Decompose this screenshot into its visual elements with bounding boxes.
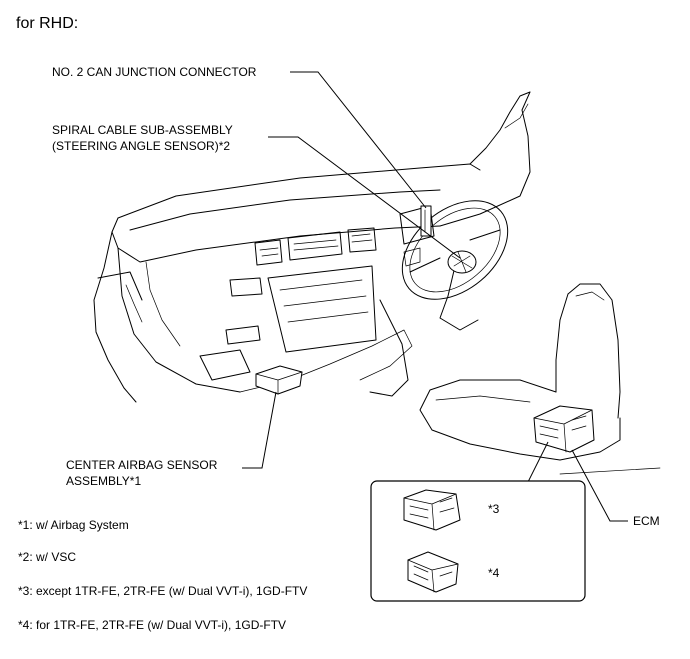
note-4: *4: for 1TR-FE, 2TR-FE (w/ Dual VVT-i), … bbox=[18, 618, 287, 632]
label-airbag-sensor-line1: CENTER AIRBAG SENSOR bbox=[66, 458, 218, 472]
note-2: *2: w/ VSC bbox=[18, 550, 77, 564]
leader-lines bbox=[242, 71, 628, 522]
label-inset-3: *3 bbox=[488, 502, 500, 516]
label-can-junction-connector: NO. 2 CAN JUNCTION CONNECTOR bbox=[52, 65, 257, 79]
label-airbag-sensor-line2: ASSEMBLY*1 bbox=[66, 474, 142, 488]
note-1: *1: w/ Airbag System bbox=[18, 518, 129, 532]
label-ecm: ECM bbox=[633, 514, 660, 528]
steering-wheel-drawing bbox=[401, 200, 509, 331]
label-spiral-cable-line1: SPIRAL CABLE SUB-ASSEMBLY bbox=[52, 123, 233, 137]
label-spiral-cable-line2: (STEERING ANGLE SENSOR)*2 bbox=[52, 139, 231, 153]
label-inset-4: *4 bbox=[488, 566, 500, 580]
airbag-sensor-drawing bbox=[255, 365, 303, 395]
seat-drawing bbox=[419, 283, 661, 475]
inset-box bbox=[370, 480, 586, 602]
note-3: *3: except 1TR-FE, 2TR-FE (w/ Dual VVT-i… bbox=[18, 584, 308, 598]
ecm-module-drawing bbox=[533, 405, 595, 453]
page-heading: for RHD: bbox=[16, 15, 79, 32]
